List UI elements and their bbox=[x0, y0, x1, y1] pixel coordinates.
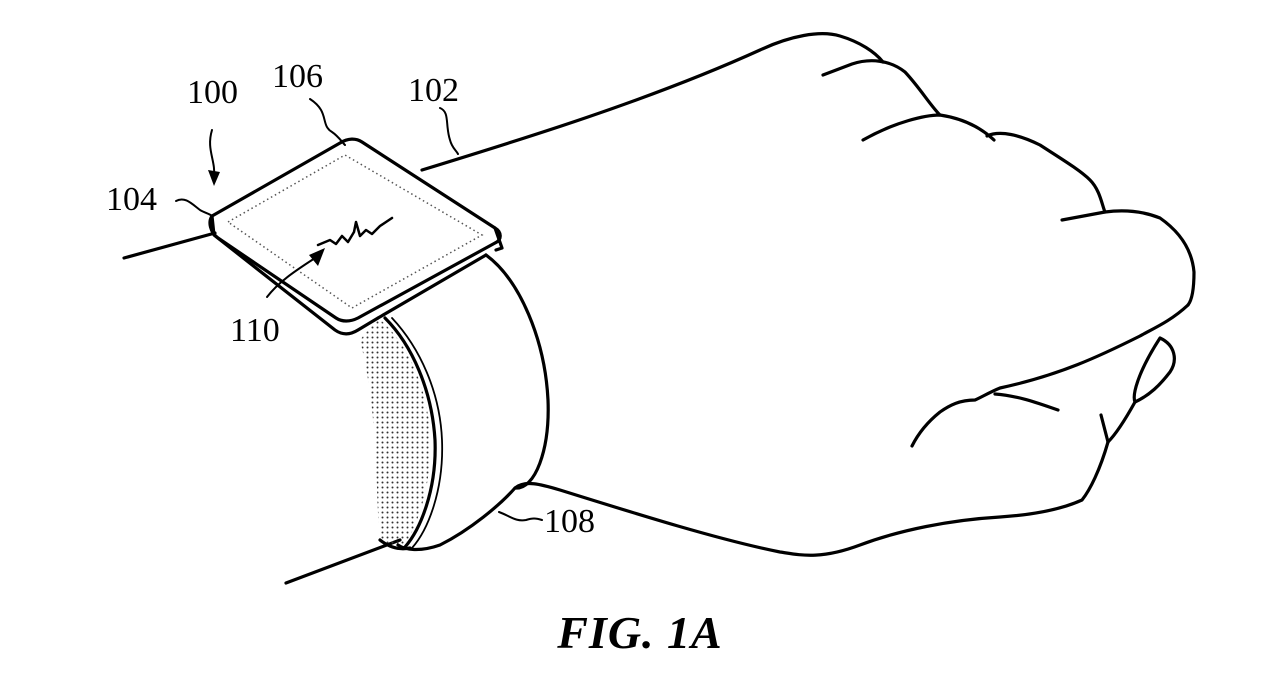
label-band-108: 108 bbox=[544, 503, 595, 540]
label-housing-104: 104 bbox=[106, 181, 157, 218]
device-housing bbox=[208, 137, 504, 336]
label-device-100: 100 bbox=[187, 74, 238, 111]
band bbox=[360, 253, 550, 552]
label-display-106: 106 bbox=[272, 58, 323, 95]
hand-outline bbox=[420, 32, 1196, 557]
leader-lines bbox=[175, 98, 543, 522]
forearm-outline bbox=[122, 231, 402, 585]
sensor-arrow bbox=[266, 248, 325, 298]
label-sensor-110: 110 bbox=[230, 312, 280, 349]
figure-caption: FIG. 1A bbox=[557, 607, 723, 658]
label-wrist-102: 102 bbox=[408, 72, 459, 109]
